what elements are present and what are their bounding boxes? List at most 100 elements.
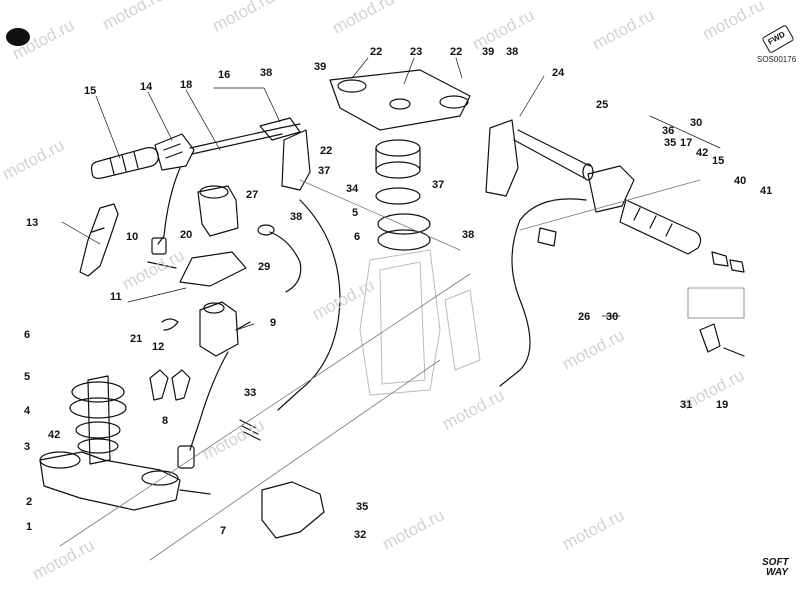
ignition-connector (177, 445, 195, 469)
steering-lock-plate (261, 481, 325, 539)
corner-mark (6, 28, 30, 46)
ignition-wire (189, 351, 229, 451)
lower-bearing-stack (69, 381, 127, 454)
forward-indicator-text: FWD (766, 29, 787, 47)
callout-23: 23 (410, 46, 423, 58)
upper-triple-clamp (329, 69, 471, 131)
frame-background-drawing (359, 249, 481, 396)
right-handlebar-mount (485, 119, 519, 197)
callout-13: 13 (26, 217, 39, 229)
right-switch-cable (499, 198, 587, 387)
callout-9: 9 (270, 317, 277, 329)
callout-22: 22 (320, 145, 333, 157)
callout-25: 25 (596, 99, 609, 111)
throttle-cable (277, 199, 341, 411)
callout-15: 15 (712, 155, 725, 167)
callout-30-ref: 30 (606, 311, 619, 323)
callout-16: 16 (218, 69, 231, 81)
brand-logo-bottom: WAY (766, 567, 789, 578)
callout-26: 26 (578, 311, 591, 323)
bar-end-cap (729, 259, 745, 273)
callout-7: 7 (220, 525, 227, 537)
clutch-bracket-bolt (147, 261, 177, 269)
right-handlebar-tube (513, 129, 594, 181)
callout-31: 31 (680, 399, 693, 411)
callout-17: 17 (680, 137, 693, 149)
callout-18: 18 (180, 79, 193, 91)
right-switch-housing (587, 165, 635, 213)
clutch-bracket (179, 251, 247, 287)
steering-stem (87, 375, 111, 465)
left-switch-housing (154, 133, 195, 171)
clip-part (161, 318, 179, 331)
clutch-lever-assembly (189, 117, 301, 155)
callout-11: 11 (110, 291, 122, 303)
callout-4: 4 (24, 405, 31, 417)
callout-30: 30 (690, 117, 703, 129)
bar-end-screw (723, 347, 745, 357)
callout-27: 27 (246, 189, 259, 201)
ignition-keys (149, 369, 191, 401)
bar-end-weight (711, 251, 729, 267)
callout-39: 39 (482, 46, 495, 58)
callout-14: 14 (140, 81, 153, 93)
callout-34: 34 (346, 183, 359, 195)
callout-2: 2 (26, 496, 33, 508)
callout-19: 19 (716, 399, 729, 411)
callout-36: 36 (662, 125, 675, 137)
callout-29: 29 (258, 261, 271, 273)
leader-lines (61, 57, 721, 331)
callout-42: 42 (696, 147, 709, 159)
left-handlebar-mount (281, 129, 311, 191)
callout-22: 22 (370, 46, 383, 58)
steering-nut (375, 139, 421, 179)
diagram-code: SOS00176 (757, 55, 797, 64)
callout-35: 35 (664, 137, 677, 149)
callout-22: 22 (450, 46, 463, 58)
callout-38: 38 (506, 46, 519, 58)
left-handlebar-grip (90, 147, 159, 179)
callout-38: 38 (462, 229, 475, 241)
callout-6: 6 (24, 329, 31, 341)
callout-1: 1 (26, 521, 33, 533)
ignition-switch (199, 301, 251, 357)
bearing (377, 213, 431, 251)
lead-wire-ring (257, 224, 275, 236)
bearing-washer (375, 187, 421, 205)
callout-12: 12 (152, 341, 165, 353)
callout-42: 42 (48, 429, 61, 441)
bar-end-insert (699, 323, 721, 353)
callout-40: 40 (734, 175, 747, 187)
callout-15: 15 (84, 85, 97, 97)
construction-lines (59, 179, 745, 561)
callout-20: 20 (180, 229, 193, 241)
lower-triple-clamp (39, 451, 181, 511)
callout-8: 8 (162, 415, 169, 427)
right-connector (537, 227, 557, 247)
left-switch-cable (157, 167, 181, 245)
callout-5: 5 (24, 371, 31, 383)
callout-3: 3 (24, 441, 31, 453)
callout-32: 32 (354, 529, 367, 541)
callout-6: 6 (354, 231, 361, 243)
callout-24: 24 (552, 67, 565, 79)
callout-35: 35 (356, 501, 369, 513)
callout-41: 41 (760, 185, 773, 197)
lead-wire (269, 231, 302, 293)
callout-39: 39 (314, 61, 327, 73)
clutch-reservoir (197, 185, 239, 237)
callout-33: 33 (244, 387, 257, 399)
throttle-grip (619, 199, 702, 255)
callout-37: 37 (432, 179, 445, 191)
brand-logo-top: SOFT (762, 557, 789, 568)
lower-clamp-bolt (179, 489, 211, 495)
callout-38: 38 (260, 67, 273, 79)
callout-38: 38 (290, 211, 303, 223)
callout-10: 10 (126, 231, 139, 243)
left-hand-guard (79, 203, 119, 277)
callout-37: 37 (318, 165, 331, 177)
callout-5: 5 (352, 207, 359, 219)
cable-spring (239, 419, 261, 441)
left-switch-connector (151, 237, 167, 255)
